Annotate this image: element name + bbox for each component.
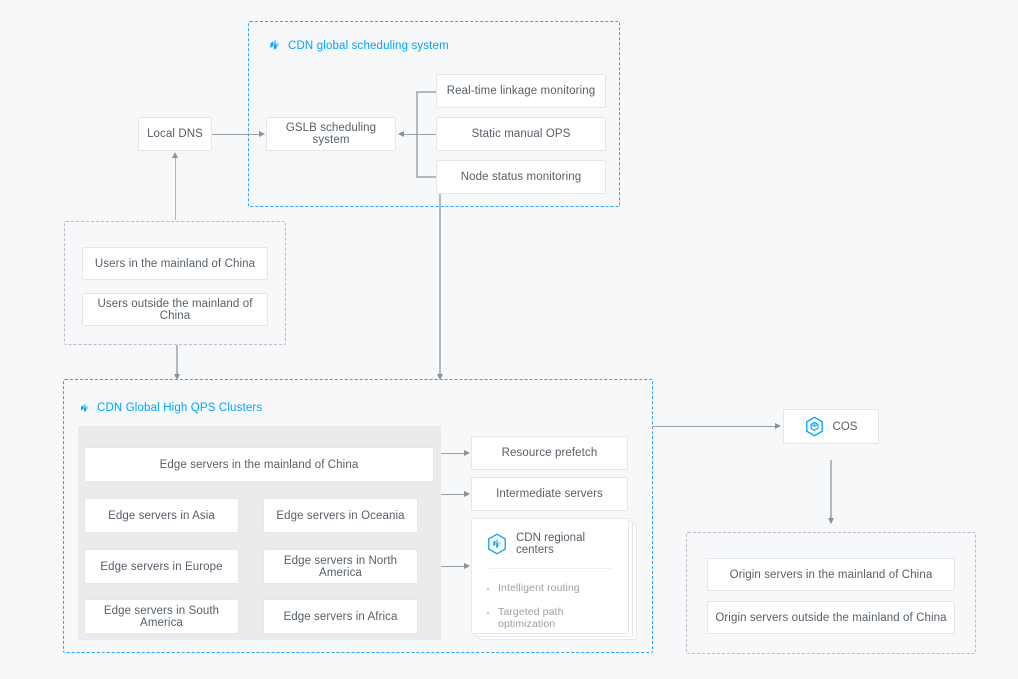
regional-centers-header: CDN regional centers [487, 532, 613, 556]
monitor-stub-top [416, 91, 436, 93]
panel-to-regional-centers-arrowhead [464, 562, 470, 569]
regional-centers-title: CDN regional centers [516, 532, 586, 556]
scheduling-system-title: CDN global scheduling system [268, 39, 449, 52]
cdn-icon [268, 39, 281, 52]
monitor-box-node-status: Node status monitoring [436, 160, 606, 194]
cdn-regional-centers-card: CDN regional centers Intelligent routing… [471, 518, 637, 640]
edge-server-box-africa: Edge servers in Africa [263, 599, 418, 634]
cos-to-origin-line [830, 460, 832, 522]
gslb-scheduling-system-box: GSLB scheduling system [266, 117, 396, 151]
list-item: Intelligent routing [487, 582, 613, 594]
regional-centers-bullet-text: Targeted path optimization [498, 606, 564, 630]
edge-server-box-europe: Edge servers in Europe [84, 549, 239, 584]
clusters-frame [63, 379, 653, 653]
origin-server-box-mainland-china: Origin servers in the mainland of China [707, 558, 955, 591]
service-box-resource-prefetch: Resource prefetch [471, 436, 628, 470]
origin-servers-frame [686, 532, 976, 654]
scheduling-to-clusters-line [439, 194, 441, 378]
cdn-icon [79, 403, 90, 414]
monitor-box-realtime-linkage: Real-time linkage monitoring [436, 74, 606, 108]
service-box-intermediate-servers: Intermediate servers [471, 477, 628, 511]
users-to-clusters-arrowhead [173, 374, 180, 380]
clusters-title: CDN Global High QPS Clusters [79, 402, 262, 414]
cos-box: COS [783, 409, 879, 444]
dns-to-gslb-arrowhead [259, 130, 265, 137]
edge-server-box-north-america: Edge servers in North America [263, 549, 418, 584]
clusters-title-text: CDN Global High QPS Clusters [97, 402, 263, 414]
regional-centers-bullet-list: Intelligent routing Targeted path optimi… [487, 582, 613, 630]
users-to-dns-line [174, 157, 177, 220]
users-box-outside-mainland: Users outside the mainland of China [82, 293, 268, 326]
bullet-dot-icon [487, 612, 489, 614]
card-stack-sheet-front [471, 518, 629, 634]
users-to-clusters-line [176, 345, 178, 378]
regional-centers-divider [489, 568, 611, 569]
cos-label: COS [832, 420, 858, 433]
cos-hex-icon [805, 416, 824, 437]
panel-to-resource-prefetch-arrowhead [464, 449, 470, 456]
monitor-stub-bottom [416, 176, 436, 178]
monitor-merge-line [402, 134, 436, 135]
monitor-box-static-manual-ops: Static manual OPS [436, 117, 606, 151]
panel-to-intermediate-servers-line [441, 494, 465, 495]
edge-server-box-oceania: Edge servers in Oceania [263, 498, 418, 533]
panel-to-intermediate-servers-arrowhead [464, 490, 470, 497]
cdn-hex-icon [487, 533, 507, 555]
dns-to-gslb-line [212, 134, 260, 135]
local-dns-box: Local DNS [138, 117, 212, 151]
bullet-dot-icon [487, 588, 489, 590]
panel-to-resource-prefetch-line [441, 453, 465, 454]
users-box-mainland: Users in the mainland of China [82, 247, 268, 280]
origin-server-box-outside-mainland: Origin servers outside the mainland of C… [707, 601, 955, 634]
edge-server-box-mainland-china: Edge servers in the mainland of China [84, 447, 434, 482]
users-frame [64, 221, 286, 345]
clusters-to-cos-arrowhead [775, 422, 781, 429]
monitor-merge-arrowhead [398, 130, 404, 137]
scheduling-system-frame [248, 21, 620, 207]
clusters-to-cos-line [652, 426, 776, 427]
list-item: Targeted path optimization [487, 606, 613, 630]
scheduling-to-clusters-arrowhead [436, 374, 443, 380]
regional-centers-bullet-text: Intelligent routing [498, 582, 580, 594]
edge-server-box-asia: Edge servers in Asia [84, 498, 239, 533]
cos-to-origin-arrowhead [827, 518, 834, 524]
edge-server-box-south-america: Edge servers in South America [84, 599, 239, 634]
users-to-dns-arrowhead [171, 152, 178, 158]
panel-to-regional-centers-line [441, 566, 465, 567]
scheduling-system-title-text: CDN global scheduling system [288, 39, 449, 52]
